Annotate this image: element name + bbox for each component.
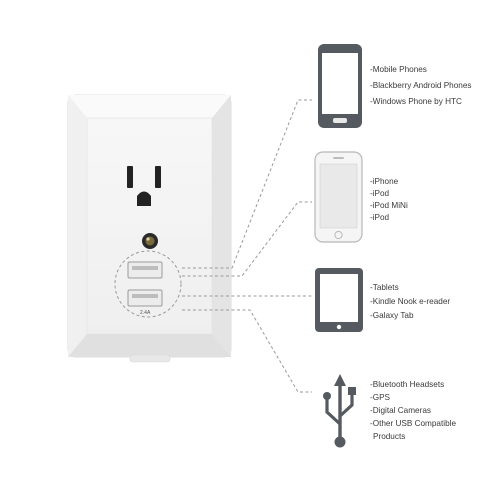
usb-rating-label: 2.4A [140,310,151,316]
device-label: -iPod [370,189,390,198]
usb-icon [323,374,356,448]
device-label: Products [373,432,406,441]
device-label: -Bluetooth Headsets [370,380,445,389]
device-label: -Tablets [370,283,399,292]
light-sensor [142,233,158,249]
device-label: -iPod MiNi [370,201,408,210]
device-label: -iPhone [370,177,399,186]
usb-ports [114,250,182,318]
connector-lines [182,99,312,393]
device-label: -Blackberry Android Phones [370,81,472,90]
device-label: -Mobile Phones [370,65,427,74]
device-label: -Kindle Nook e-reader [370,297,451,306]
outlet-wall-plate [67,94,232,363]
device-label: -Digital Cameras [370,406,431,415]
ac-receptacle [127,166,161,206]
device-label: -Other USB Compatible [370,419,457,428]
device-label: -Galaxy Tab [370,311,414,320]
iphone-icon [314,151,363,243]
smartphone-icon [318,44,362,128]
device-label: -Windows Phone by HTC [370,97,462,106]
device-label: -iPod [370,213,390,222]
tablet-icon [315,268,363,332]
device-label: -GPS [370,393,391,402]
